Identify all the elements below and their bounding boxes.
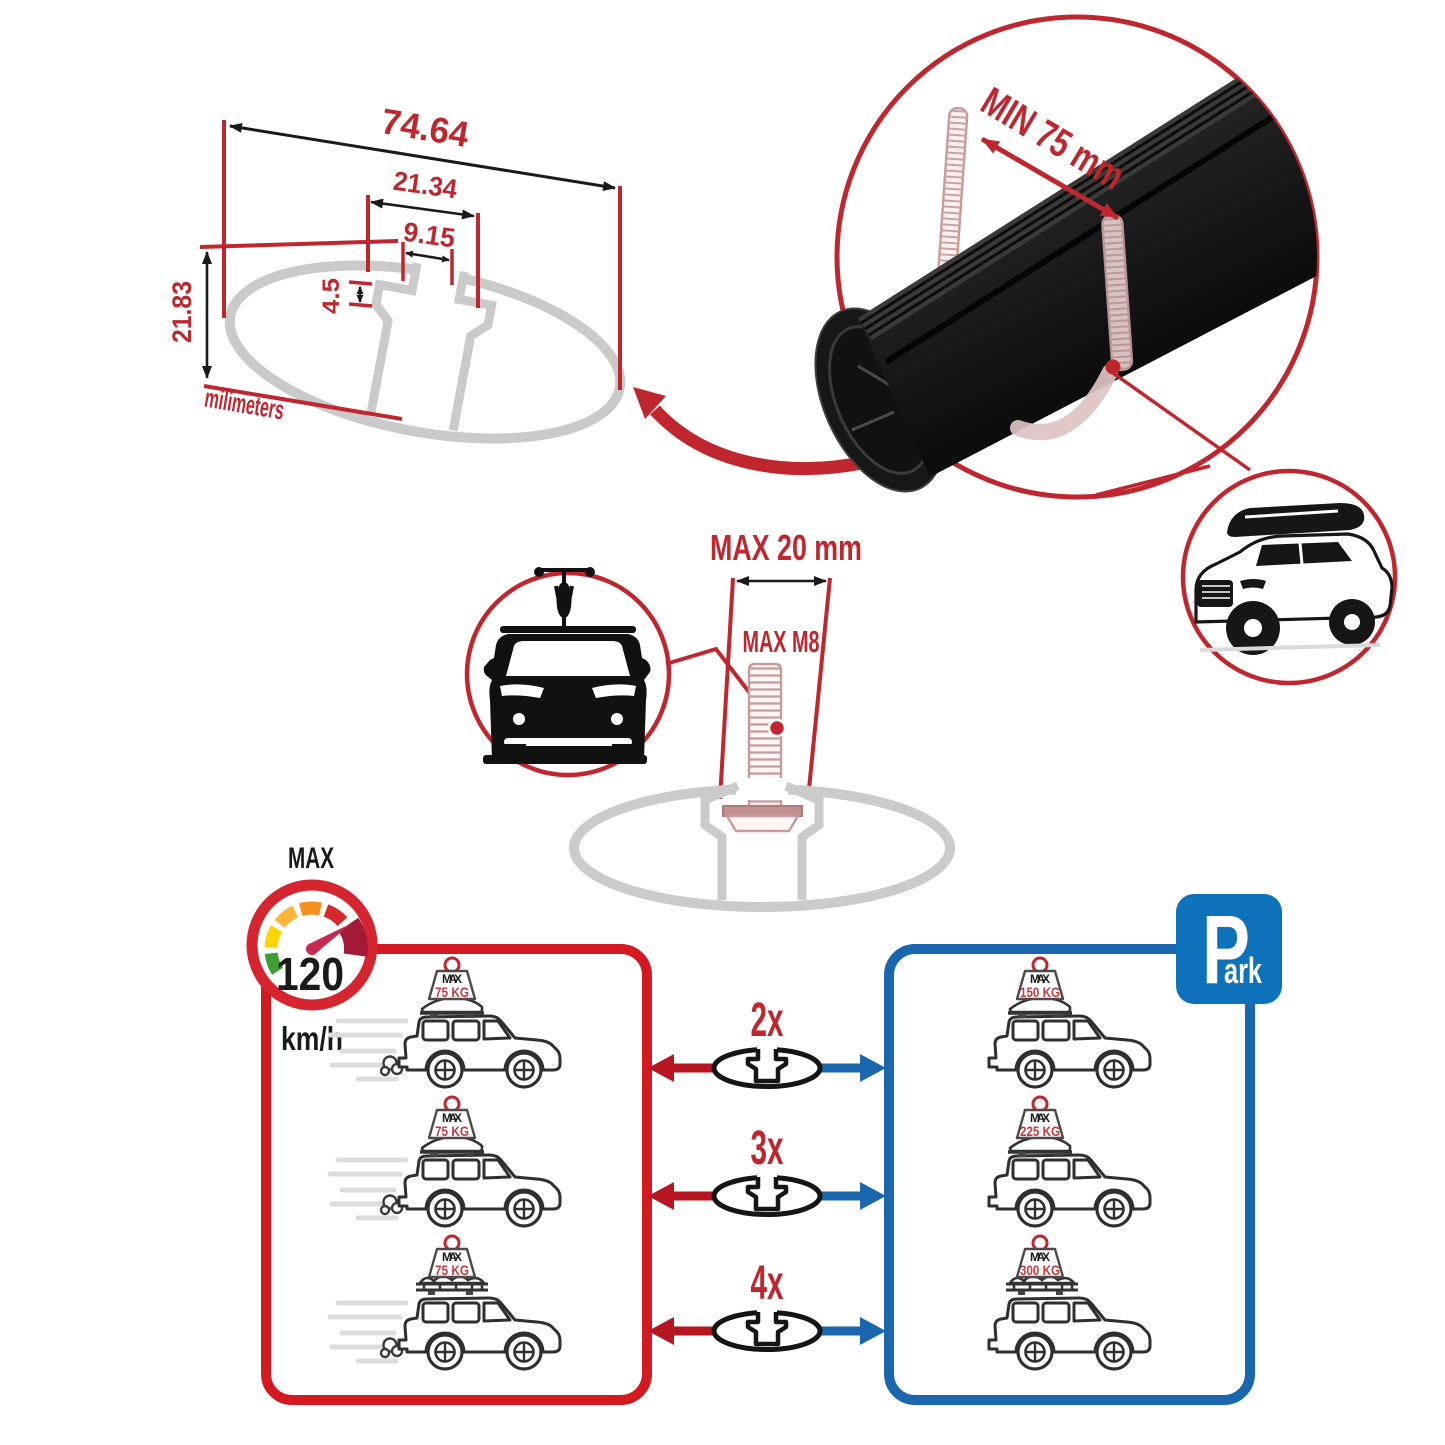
crossbar-profile-diagram: 74.64 21.34 9.15 4.5 21.83 milimeters	[167, 100, 868, 475]
bike-icon	[534, 567, 595, 633]
car-headlight-right	[592, 684, 636, 698]
multiplier-1: 2x	[751, 994, 784, 1047]
car-headlight-left	[500, 684, 544, 698]
driving-cars: MAX 75 KG MAX 75 KG MAX 75 KG	[330, 956, 560, 1369]
parked-cars: MAX 150 KG MAX 225 KG MAX 300 KG	[989, 956, 1150, 1369]
car-front-with-bike	[483, 567, 651, 764]
profile-with-bolt	[569, 778, 955, 912]
park-sign-p: P	[1202, 895, 1250, 1004]
parked-car-3: MAX 300 KG	[989, 1234, 1150, 1369]
car-roof-bar	[500, 626, 636, 633]
parked-panel	[884, 944, 1255, 1405]
p1-max: MAX	[1030, 972, 1050, 986]
dim-notch-depth: 4.5	[318, 278, 345, 314]
w1-val: 75 KG	[435, 985, 469, 1000]
park-sign: P ark	[1176, 894, 1282, 1004]
driving-car-3: MAX 75 KG	[330, 1234, 560, 1369]
compatibility-section: MAX 120 km/h P ark 2x 3x	[246, 842, 1282, 1405]
max-thread-label: MAX M8	[743, 624, 820, 659]
callout-lines	[1095, 371, 1252, 497]
closeup-pointer-arrow	[633, 387, 868, 475]
crossbar-profile-shape	[224, 254, 626, 444]
w3-max: MAX	[442, 1250, 462, 1264]
w1-max: MAX	[442, 972, 462, 986]
bolt-detail: MAX 20 mm MAX M8	[464, 527, 955, 912]
parked-car-2: MAX 225 KG	[989, 1095, 1150, 1226]
crossbar-closeup: MIN 75 mm	[814, 14, 1398, 686]
clamp-point-dot	[1105, 359, 1121, 375]
speed-max-label: MAX	[288, 842, 334, 875]
suv-with-roofbox	[1194, 503, 1394, 655]
speed-unit: km/h	[281, 1020, 343, 1057]
t-bolt	[722, 662, 803, 833]
driving-car-1: MAX 75 KG	[330, 956, 560, 1087]
multiplier-row-1: 2x	[648, 994, 886, 1087]
multiplier-rows: 2x 3x 4x	[648, 994, 886, 1350]
u-bolt-bend-and-right-rod	[1010, 213, 1134, 441]
park-sign-ark: ark	[1224, 950, 1263, 991]
dim-units-label: milimeters	[203, 383, 287, 426]
p1-val: 150 KG	[1020, 985, 1060, 1000]
speed-value: 120	[276, 948, 344, 1000]
dim-slot-width: 21.34	[391, 166, 459, 205]
p3-max: MAX	[1030, 1250, 1050, 1264]
driving-panel	[261, 944, 652, 1405]
p2-val: 225 KG	[1020, 1124, 1060, 1139]
p2-max: MAX	[1030, 1111, 1050, 1125]
suv-callout	[1180, 468, 1398, 686]
p3-val: 300 KG	[1020, 1263, 1060, 1278]
car-ground	[483, 755, 647, 764]
driving-car-2: MAX 75 KG	[330, 1095, 560, 1226]
dim-total-height: 21.83	[167, 281, 197, 343]
multiplier-row-3: 4x	[648, 1257, 886, 1350]
parked-car-1: MAX 150 KG	[989, 956, 1150, 1087]
car-windshield	[506, 641, 630, 676]
dim-total-width: 74.64	[378, 100, 472, 155]
w2-val: 75 KG	[435, 1124, 469, 1139]
dim-opening-width: 9.15	[401, 217, 457, 254]
w2-max: MAX	[442, 1111, 462, 1125]
multiplier-2: 3x	[751, 1122, 784, 1175]
dimension-extension-lines	[199, 120, 622, 421]
max-width-label: MAX 20 mm	[710, 527, 862, 568]
car-bumper	[504, 738, 632, 746]
multiplier-row-2: 3x	[648, 1122, 886, 1215]
speed-gauge: MAX 120 km/h	[246, 842, 378, 1057]
multiplier-3: 4x	[751, 1257, 784, 1310]
w3-val: 75 KG	[435, 1263, 469, 1278]
dimension-arrows	[202, 122, 616, 379]
min-span-arrow	[980, 136, 1120, 221]
bolt-point-dot	[767, 718, 787, 738]
max20-dimension	[718, 576, 832, 800]
